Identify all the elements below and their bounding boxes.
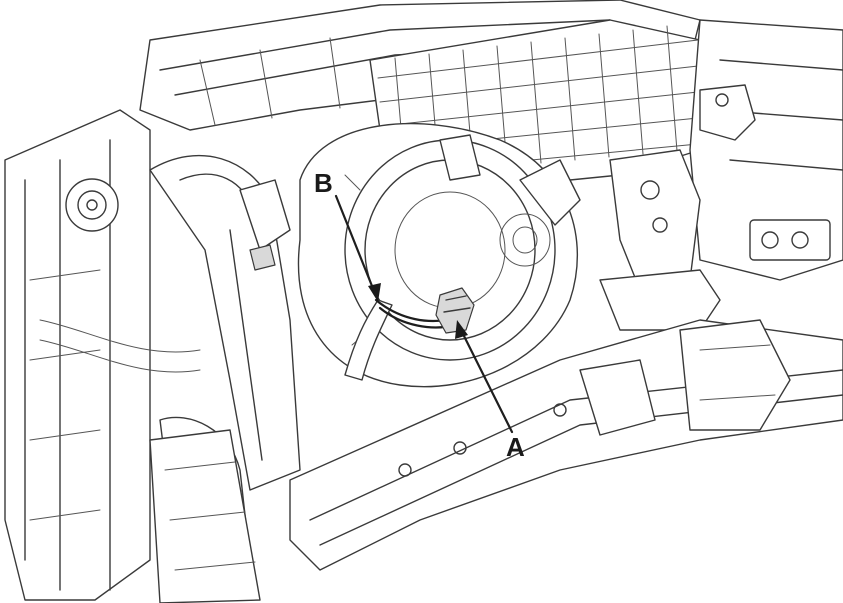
grid-line	[379, 65, 699, 103]
callout-b: B	[314, 168, 381, 302]
grid-line	[564, 37, 576, 161]
lower-bracket	[149, 429, 261, 603]
wiring-harness	[344, 287, 475, 381]
lower-cross-member	[289, 319, 843, 571]
callout-a-arrowhead	[455, 320, 468, 339]
grid-line	[666, 25, 678, 152]
blower-motor-housing	[297, 122, 581, 388]
callout-b-arrowhead	[368, 283, 381, 302]
grid-line	[530, 41, 542, 164]
callout-b-leader	[334, 194, 378, 298]
callout-a: A	[455, 320, 525, 462]
callout-b-label: B	[314, 168, 333, 198]
grid-line	[598, 33, 610, 158]
grid-line	[381, 91, 699, 127]
grid-line	[377, 39, 699, 79]
callout-a-label: A	[506, 432, 525, 462]
callout-a-leader	[458, 326, 514, 434]
left-frame	[4, 109, 151, 601]
right-components	[599, 19, 843, 331]
grid-line	[632, 29, 644, 155]
